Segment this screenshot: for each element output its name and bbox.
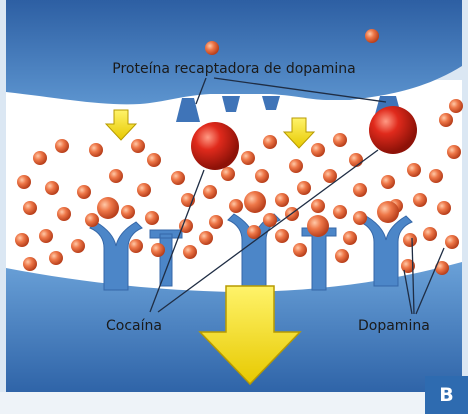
dopamine-molecule — [39, 229, 53, 243]
dopamine-molecule — [171, 171, 185, 185]
dopamine-molecule — [297, 181, 311, 195]
dopamine-molecule — [23, 257, 37, 271]
dopamine-molecule — [263, 213, 277, 227]
dopamine-molecule — [129, 239, 143, 253]
dopamine-molecule — [323, 169, 337, 183]
dopamine-molecule — [203, 185, 217, 199]
bottom-strip — [0, 392, 425, 414]
dopamine-molecule — [23, 201, 37, 215]
dopamine-molecule — [263, 135, 277, 149]
dopamine-molecule — [275, 229, 289, 243]
dopamine-molecule — [145, 211, 159, 225]
dopamine-molecule — [413, 193, 427, 207]
cocaine-molecule — [369, 106, 417, 154]
dopamine-molecule — [445, 235, 459, 249]
dopamine-molecule — [333, 133, 347, 147]
dopamine-molecule — [209, 215, 223, 229]
cocaine-label: Cocaína — [106, 318, 162, 334]
dopamine-molecule — [403, 233, 417, 247]
dopamine-molecule — [439, 113, 453, 127]
dopamine-molecule — [97, 197, 119, 219]
dopamine-molecule — [71, 239, 85, 253]
dopamine-molecule — [365, 29, 379, 43]
dopamine-molecule — [353, 183, 367, 197]
dopamine-molecule — [423, 227, 437, 241]
dopamine-molecule — [15, 233, 29, 247]
dopamine-molecule — [353, 211, 367, 225]
dopamine-molecule — [45, 181, 59, 195]
dopamine-molecule — [311, 199, 325, 213]
dopamine-molecule — [447, 145, 461, 159]
presynaptic-membrane — [6, 0, 462, 104]
dopamine-molecule — [131, 139, 145, 153]
panel-label: B — [425, 376, 468, 414]
dopamine-molecule — [407, 163, 421, 177]
dopamine-molecule — [137, 183, 151, 197]
dopamine-molecule — [147, 153, 161, 167]
dopamine-molecule — [229, 199, 243, 213]
dopamine-molecule — [205, 41, 219, 55]
dopamine-label: Dopamina — [358, 318, 430, 334]
dopamine-molecule — [429, 169, 443, 183]
dopamine-molecule — [221, 167, 235, 181]
dopamine-molecule — [349, 153, 363, 167]
dopamine-molecule — [49, 251, 63, 265]
dopamine-molecule — [311, 143, 325, 157]
cocaine-molecule — [191, 122, 239, 170]
dopamine-molecule — [381, 175, 395, 189]
dopamine-molecule — [55, 139, 69, 153]
dopamine-molecule — [57, 207, 71, 221]
dopamine-molecule — [289, 159, 303, 173]
dopamine-molecule — [85, 213, 99, 227]
dopamine-molecule — [151, 243, 165, 257]
dopamine-molecule — [449, 99, 463, 113]
dopamine-molecule — [307, 215, 329, 237]
dopamine-molecule — [343, 231, 357, 245]
dopamine-molecule — [241, 151, 255, 165]
dopamine-molecule — [275, 193, 289, 207]
dopamine-molecule — [377, 201, 399, 223]
dopamine-molecule — [335, 249, 349, 263]
dopamine-molecule — [77, 185, 91, 199]
dopamine-molecule — [109, 169, 123, 183]
dopamine-molecule — [121, 205, 135, 219]
dopamine-molecule — [33, 151, 47, 165]
dopamine-molecule — [293, 243, 307, 257]
dopamine-molecule — [199, 231, 213, 245]
dopamine-molecule — [89, 143, 103, 157]
dopamine-molecule — [17, 175, 31, 189]
dopamine-molecule — [333, 205, 347, 219]
dopamine-molecule — [183, 245, 197, 259]
protein-label: Proteína recaptadora de dopamina — [112, 61, 355, 77]
dopamine-molecule — [437, 201, 451, 215]
dopamine-molecule — [255, 169, 269, 183]
dopamine-molecule — [244, 191, 266, 213]
